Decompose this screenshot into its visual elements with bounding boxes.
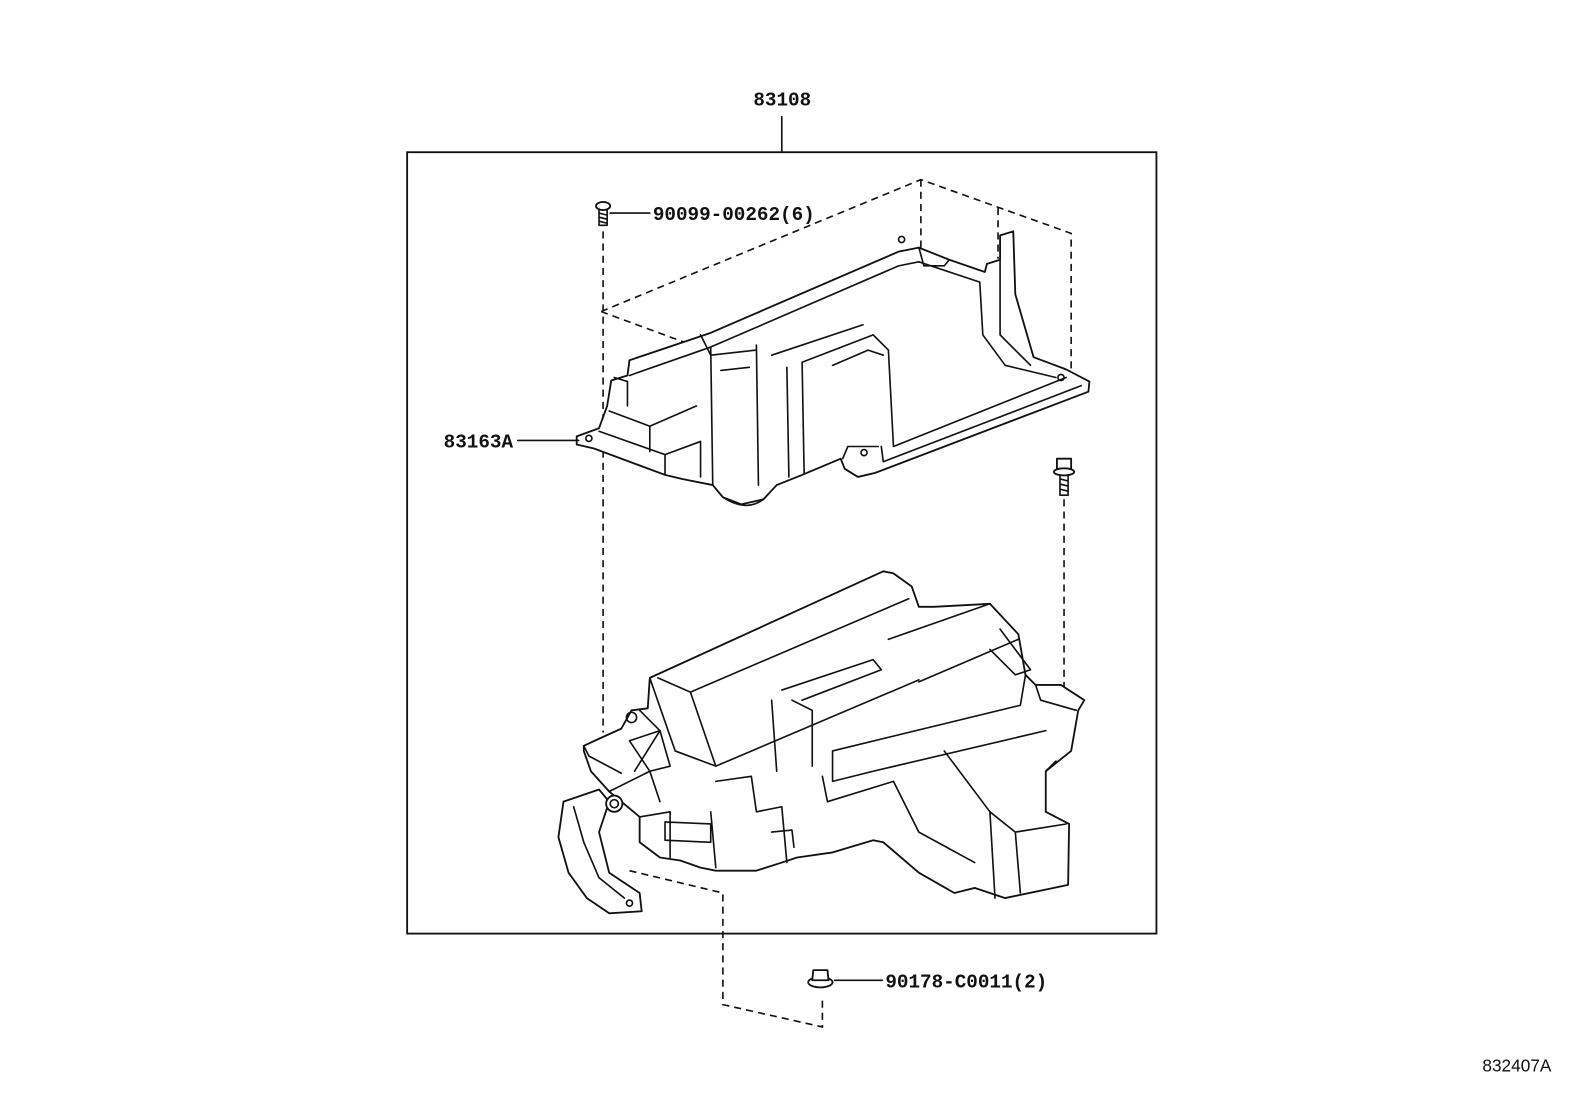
nut-icon: [807, 969, 834, 989]
bolt-shank: [1059, 474, 1069, 497]
upper-case-hole: [897, 235, 906, 244]
lower-case-outline: [582, 570, 1086, 899]
lower-case-hole: [625, 711, 638, 724]
bolt-head: [1056, 457, 1073, 470]
screw-icon: [595, 201, 612, 227]
upper-case-hole: [860, 448, 868, 457]
lower-case-details: [582, 597, 1078, 899]
bolt-icon: [1052, 457, 1076, 497]
hose-details: [572, 805, 626, 899]
hose-clamp-inner: [609, 798, 620, 809]
nut-body: [811, 969, 830, 982]
upper-case-hole: [1057, 373, 1065, 382]
upper-case-outline: [575, 230, 1091, 506]
screw-shank: [598, 208, 608, 227]
screw-head: [595, 201, 612, 211]
assembly-label: 83108: [753, 90, 811, 112]
case-label: 83163A: [444, 432, 514, 454]
upper-case-details: [598, 246, 1083, 507]
screw-label: 90099-00262(6): [653, 204, 815, 226]
bolt-flange: [1052, 467, 1076, 477]
nut-label: 90178-C0011(2): [885, 971, 1047, 993]
lower-case-hole: [625, 899, 634, 908]
upper-case-hole: [585, 434, 593, 443]
diagram-id: 832407A: [1482, 1056, 1552, 1076]
hose-clamp-icon: [605, 794, 624, 813]
